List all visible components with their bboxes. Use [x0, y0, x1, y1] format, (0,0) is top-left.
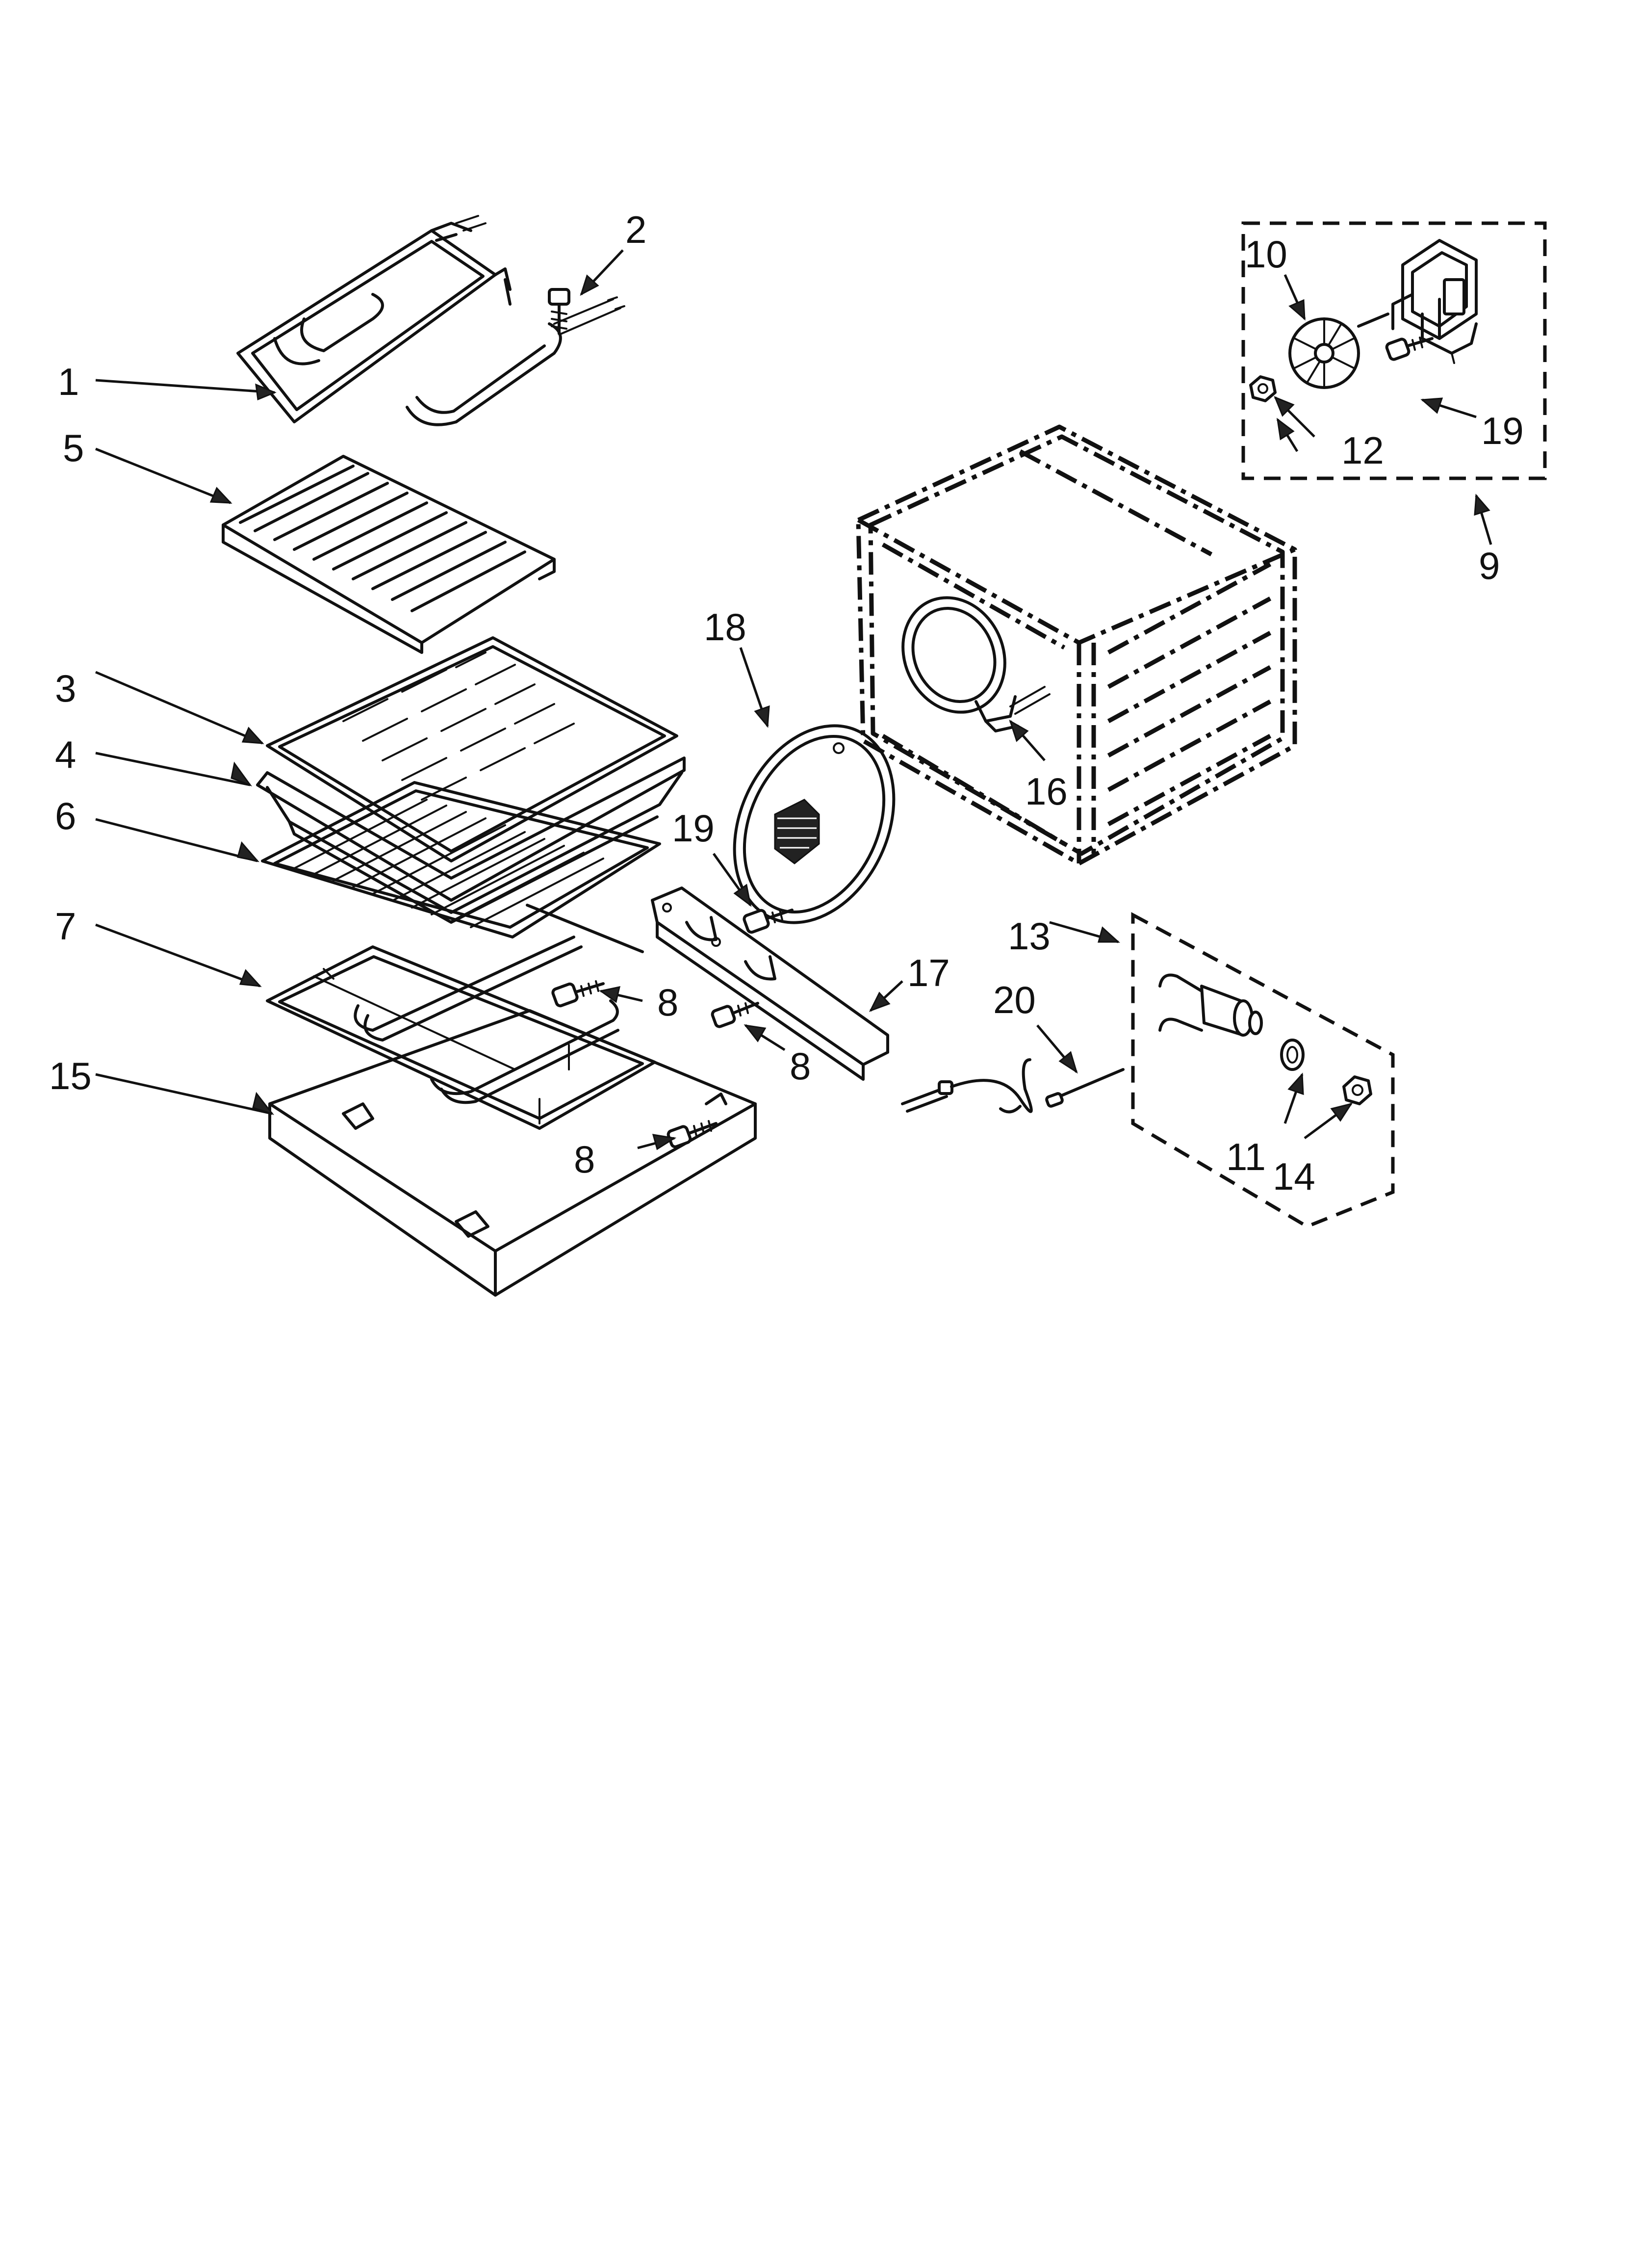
callout-14: 14 [1273, 1155, 1315, 1198]
element-cover-icon[interactable] [268, 1009, 757, 1297]
callout-9: 9 [1479, 544, 1500, 587]
callout-16: 16 [1025, 770, 1068, 813]
callout-17: 17 [907, 951, 950, 994]
nut-icon[interactable] [1342, 1075, 1372, 1105]
fan-blade-icon[interactable] [1288, 317, 1360, 389]
callout-6: 6 [55, 794, 76, 837]
oven-rack-icon[interactable] [222, 455, 556, 654]
broil-element-icon[interactable] [236, 215, 625, 426]
leader-lines [95, 249, 1492, 1150]
bake-element-icon[interactable] [266, 936, 656, 1130]
callout-19-left: 19 [672, 807, 715, 850]
screw-icon[interactable] [548, 288, 570, 335]
callout-10: 10 [1245, 233, 1287, 276]
meat-probe-jack-icon[interactable] [1158, 973, 1263, 1037]
convection-kit-box [1241, 221, 1547, 480]
callout-8-upper: 8 [657, 981, 678, 1024]
screw-icon[interactable] [667, 1120, 718, 1148]
screw-icon[interactable] [551, 980, 605, 1008]
screw-icon[interactable] [743, 909, 794, 934]
convection-element-icon[interactable] [885, 581, 1051, 732]
callout-labels: 1 2 3 4 5 6 7 8 8 8 9 10 11 12 13 14 15 … [49, 208, 1524, 1198]
callout-19-right: 19 [1481, 409, 1524, 452]
callout-3: 3 [55, 667, 76, 710]
probe-jack-kit-box [1131, 912, 1395, 1228]
screw-icon[interactable] [711, 1002, 759, 1028]
callout-8-lower: 8 [574, 1138, 595, 1181]
callout-5: 5 [63, 426, 84, 469]
bracket-icon[interactable] [651, 886, 889, 1081]
callout-15: 15 [49, 1054, 92, 1097]
oven-rack-icon[interactable] [261, 781, 661, 953]
convection-motor-icon[interactable] [1357, 239, 1478, 364]
nut-icon[interactable] [1249, 375, 1277, 402]
callout-7: 7 [55, 905, 76, 948]
callout-13: 13 [1008, 914, 1051, 958]
callout-12: 12 [1341, 429, 1384, 472]
fan-baffle-icon[interactable] [704, 700, 924, 948]
callout-11: 11 [1226, 1135, 1266, 1178]
callout-18: 18 [704, 605, 746, 649]
callout-4: 4 [55, 733, 76, 776]
callout-8-middle: 8 [790, 1044, 811, 1088]
callout-1: 1 [58, 360, 79, 403]
callout-2: 2 [625, 208, 646, 251]
oven-cavity-outline [856, 424, 1297, 866]
screw-icon[interactable] [1385, 337, 1434, 361]
lock-washer-icon[interactable] [1280, 1039, 1305, 1071]
callout-20: 20 [993, 978, 1036, 1021]
meat-probe-icon[interactable] [901, 1058, 1125, 1114]
